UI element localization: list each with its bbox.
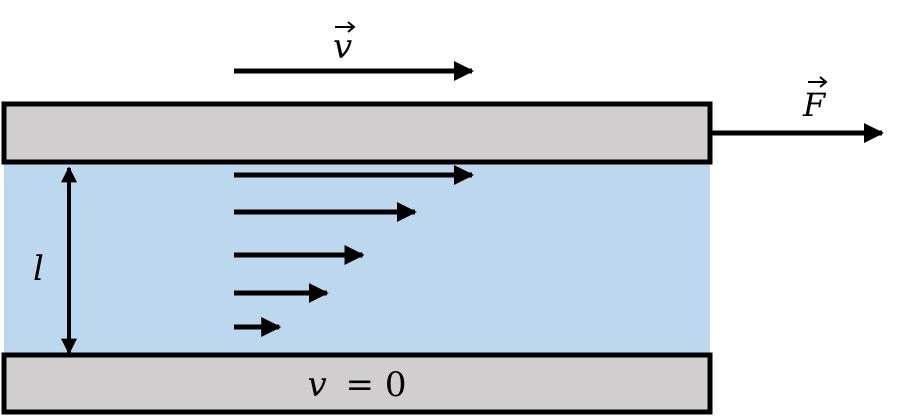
top-plate [1, 101, 713, 165]
bottom-plate-equals-zero: = 0 [346, 365, 407, 405]
velocity-label: v [333, 21, 356, 67]
bottom-plate-velocity-label: v = 0 [308, 365, 407, 405]
velocity-symbol: v [333, 27, 352, 67]
bottom-plate-v-symbol: v [308, 365, 327, 405]
velocity-profile [234, 165, 474, 337]
fluid-layer [4, 162, 710, 355]
force-vector-accent-head-icon [819, 76, 828, 88]
force-label: F [802, 76, 828, 124]
velocity-vector-accent-head-icon [347, 21, 356, 33]
bottom-plate [1, 352, 713, 415]
force-symbol: F [802, 86, 827, 124]
gap-label: l [33, 249, 44, 289]
